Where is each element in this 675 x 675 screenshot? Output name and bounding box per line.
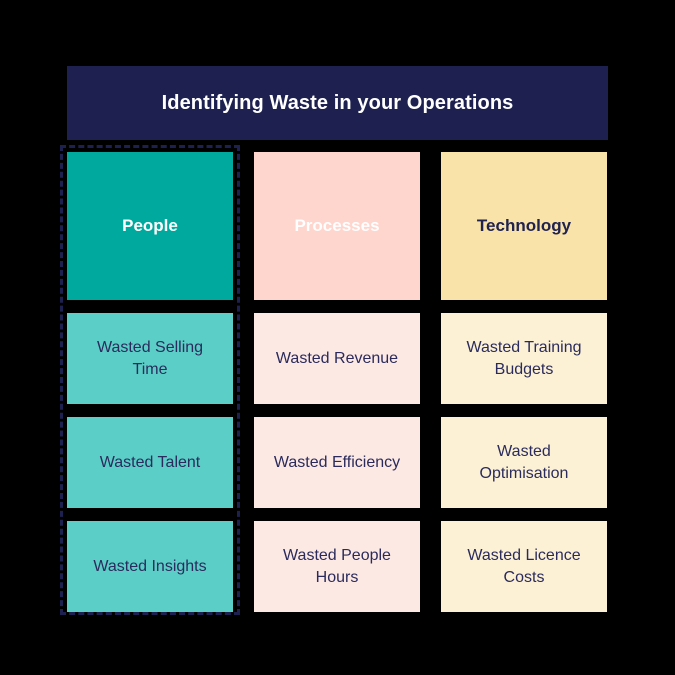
waste-item-people-3[interactable]: Wasted Insights <box>67 521 233 612</box>
page-title: Identifying Waste in your Operations <box>161 92 514 114</box>
waste-item-processes-2[interactable]: Wasted Efficiency <box>254 417 420 508</box>
column-header-people[interactable]: People <box>67 152 233 300</box>
waste-item-processes-3[interactable]: Wasted People Hours <box>254 521 420 612</box>
waste-matrix-grid: People Processes Technology Wasted Selli… <box>67 152 608 612</box>
column-header-technology[interactable]: Technology <box>441 152 607 300</box>
waste-item-technology-2[interactable]: Wasted Optimisation <box>441 417 607 508</box>
waste-item-processes-1[interactable]: Wasted Revenue <box>254 313 420 404</box>
waste-item-people-2[interactable]: Wasted Talent <box>67 417 233 508</box>
column-header-processes[interactable]: Processes <box>254 152 420 300</box>
waste-item-technology-1[interactable]: Wasted Training Budgets <box>441 313 607 404</box>
waste-item-people-1[interactable]: Wasted Selling Time <box>67 313 233 404</box>
title-banner: Identifying Waste in your Operations <box>67 66 608 140</box>
waste-item-technology-3[interactable]: Wasted Licence Costs <box>441 521 607 612</box>
